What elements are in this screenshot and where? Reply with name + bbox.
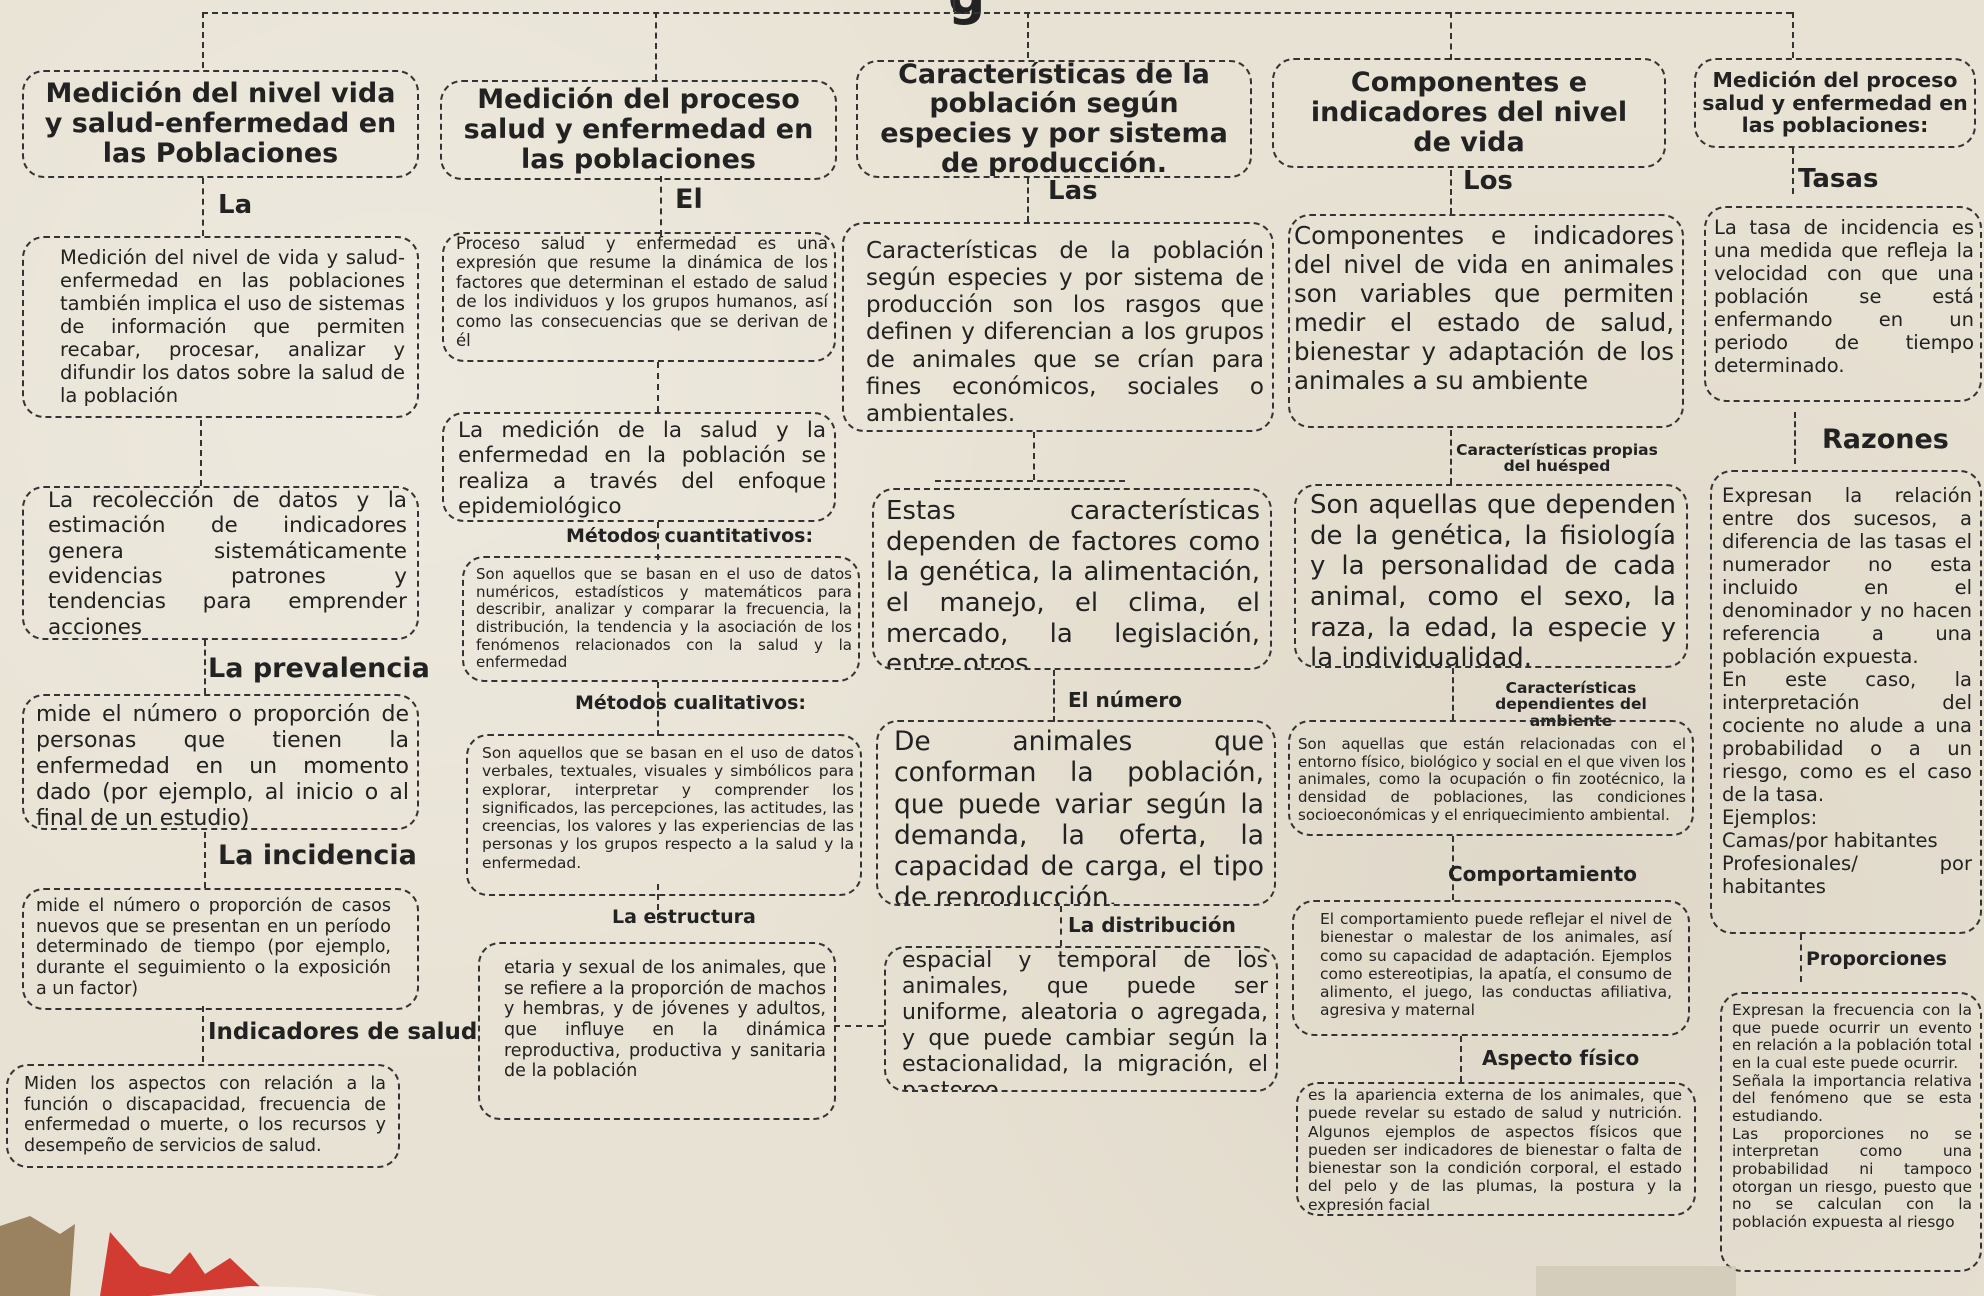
connector [1792, 12, 1794, 58]
connector [935, 480, 1125, 482]
col4-box-comportamiento: El comportamiento puede reflejar el nive… [1292, 900, 1690, 1036]
col1-label-prevalencia: La prevalencia [208, 653, 430, 684]
col5-label-proporciones: Proporciones [1806, 948, 1947, 970]
col2-label-estructura: La estructura [612, 906, 756, 928]
tape-decoration [1536, 1266, 1736, 1296]
col4-label-comportamiento: Comportamiento [1448, 862, 1638, 886]
col4-label-los: Los [1463, 166, 1513, 196]
col1-box-recoleccion: La recolección de datos y la estimación … [22, 486, 419, 640]
connector [200, 420, 202, 486]
connector [655, 12, 657, 80]
col4-box-componentes: Componentes e indicadores del nivel de v… [1288, 214, 1684, 428]
col4-box-ambiente: Son aquellas que están relacionadas con … [1288, 720, 1694, 836]
col4-label-huesped: Características propias del huésped [1456, 441, 1658, 476]
col4-box-huesped: Son aquellas que dependen de la genética… [1294, 484, 1688, 668]
col3-label-las: Las [1048, 176, 1098, 206]
connector [657, 522, 659, 560]
connector [1053, 670, 1055, 722]
col1-box-prevalencia: mide el número o proporción de personas … [22, 694, 419, 830]
connector [204, 832, 206, 888]
connector [1033, 432, 1035, 480]
col2-box-estructura: etaria y sexual de los animales, que se … [478, 942, 836, 1120]
col3-box-numero: De animales que conforman la población, … [876, 720, 1276, 906]
col5-label-tasas: Tasas [1798, 164, 1879, 194]
connector [1792, 148, 1794, 194]
col1-box-incidencia: mide el número o proporción de casos nue… [22, 888, 419, 1010]
col5-title-box: Medición del proceso salud y enfermedad … [1694, 58, 1976, 148]
connector [1450, 12, 1452, 60]
connector [834, 1025, 884, 1027]
connector [202, 12, 204, 68]
col3-label-distribucion: La distribución [1068, 913, 1236, 937]
connector [660, 176, 662, 236]
col3-label-numero: El número [1068, 688, 1182, 712]
connector [1450, 170, 1452, 214]
col3-box-caracteristicas: Características de la población según es… [842, 222, 1274, 432]
connector [953, 0, 955, 12]
col2-label-cuantitativos: Métodos cuantitativos: [566, 525, 814, 547]
col5-label-razones: Razones [1822, 424, 1949, 455]
col2-box-cuantitativos: Son aquellos que se basan en el uso de d… [462, 556, 860, 682]
col3-box-estas: Estas características dependen de factor… [872, 488, 1272, 670]
connector [1027, 178, 1029, 222]
col2-label-cualitativos: Métodos cualitativos: [575, 692, 806, 714]
col3-title-box: Características de la población según es… [856, 60, 1252, 178]
col2-box-medicion: La medición de la salud y la enfermedad … [442, 412, 836, 522]
connector [657, 884, 659, 920]
col5-box-razones: Expresan la relación entre dos sucesos, … [1710, 470, 1982, 934]
col1-box-medicion: Medición del nivel de vida y salud-enfer… [22, 236, 419, 418]
col2-box-proceso: Proceso salud y enfermedad es una expres… [442, 232, 836, 362]
col4-label-aspecto: Aspecto físico [1482, 1046, 1640, 1070]
torn-paper-decoration [0, 1216, 380, 1296]
col1-box-indicadores: Miden los aspectos con relación a la fun… [6, 1064, 400, 1168]
col3-box-distribucion: espacial y temporal de los animales, que… [884, 946, 1278, 1092]
col1-label-indicadores: Indicadores de salud [208, 1019, 478, 1045]
connector [202, 178, 204, 236]
col2-title-box: Medición del proceso salud y enfermedad … [440, 80, 837, 180]
col5-box-proporciones: Expresan la frecuencia con la que puede … [1720, 992, 1982, 1272]
col4-box-aspecto: es la apariencia externa de los animales… [1296, 1082, 1696, 1216]
connector [1060, 906, 1062, 946]
connector [1460, 1036, 1462, 1082]
connector [202, 1006, 204, 1062]
connector [657, 682, 659, 736]
connector [1452, 836, 1454, 900]
col2-label-el: El [675, 184, 703, 215]
col4-title-box: Componentes e indicadores del nivel de v… [1272, 58, 1666, 168]
connector [1452, 668, 1454, 720]
connector [1450, 430, 1452, 484]
col2-box-cualitativos: Son aquellos que se basan en el uso de d… [466, 734, 862, 896]
connector [1794, 412, 1796, 464]
connector [1027, 12, 1029, 58]
col4-label-ambiente: Características dependientes del ambient… [1495, 679, 1647, 730]
top-connector [202, 12, 1792, 14]
col1-label-incidencia: La incidencia [218, 840, 417, 871]
col1-title-box: Medición del nivel vida y salud-enfermed… [22, 70, 419, 178]
col1-label-la: La [218, 190, 253, 220]
connector [657, 362, 659, 412]
connector [204, 640, 206, 694]
col5-box-tasas: La tasa de incidencia es una medida que … [1704, 206, 1982, 402]
connector [1800, 934, 1802, 982]
